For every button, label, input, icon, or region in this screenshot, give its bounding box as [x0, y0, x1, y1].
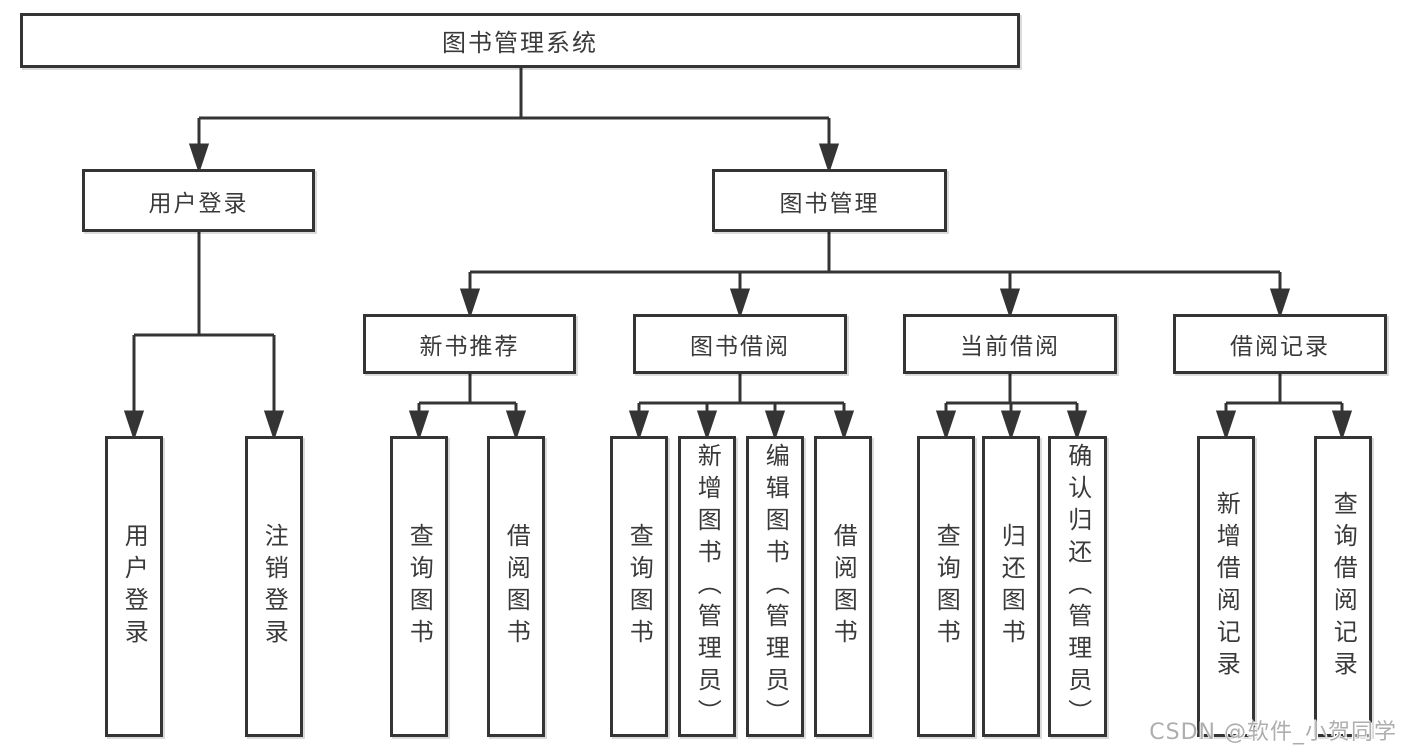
- node-book-borrowing: 图书借阅: [633, 314, 847, 374]
- arrowhead: [1331, 410, 1353, 441]
- leaf-edit-books-admin: 编辑图书（管理员）: [746, 436, 804, 737]
- arrowhead: [1000, 410, 1022, 441]
- arrowhead: [729, 288, 751, 319]
- leaf-add-books-admin: 新增图书（管理员）: [678, 436, 736, 737]
- connector-borrow-to-leaves: [628, 374, 855, 441]
- node-library-management-system: 图书管理系统: [20, 13, 1020, 68]
- node-label: 编辑图书（管理员）: [761, 442, 790, 731]
- arrowhead: [999, 288, 1021, 319]
- arrowhead: [408, 410, 430, 441]
- arrowhead: [1066, 410, 1088, 441]
- arrowhead: [696, 410, 718, 441]
- node-borrowing-records: 借阅记录: [1173, 314, 1387, 374]
- leaf-query-books-1: 查询图书: [390, 436, 448, 737]
- node-label: 当前借阅: [960, 334, 1060, 360]
- arrowhead: [263, 410, 285, 441]
- node-label: 用户登录: [148, 190, 249, 217]
- node-label: 查询图书: [932, 522, 961, 651]
- arrowhead: [505, 410, 527, 441]
- arrowhead: [764, 410, 786, 441]
- arrowhead: [935, 410, 957, 441]
- node-label: 图书管理: [779, 190, 880, 217]
- node-label: 借阅图书: [829, 522, 858, 651]
- arrowhead: [188, 143, 210, 174]
- node-label: 新书推荐: [419, 334, 520, 360]
- connector-userlogin-to-leaves: [123, 232, 285, 441]
- leaf-query-borrow-record: 查询借阅记录: [1314, 436, 1372, 737]
- arrowhead: [628, 410, 650, 441]
- node-current-borrowing: 当前借阅: [903, 314, 1117, 374]
- node-label: 新增图书（管理员）: [693, 442, 722, 731]
- node-label: 查询图书: [405, 522, 434, 651]
- connector-bookmgmt-to-level3: [459, 232, 1291, 319]
- arrowhead: [1269, 288, 1291, 319]
- node-book-management-branch: 图书管理: [712, 169, 947, 232]
- arrowhead: [459, 288, 481, 319]
- leaf-confirm-return-admin: 确认归还（管理员）: [1048, 436, 1107, 737]
- node-label: 归还图书: [997, 522, 1026, 651]
- node-label: 确认归还（管理员）: [1063, 442, 1092, 731]
- arrowhead: [818, 143, 840, 174]
- leaf-add-borrow-record: 新增借阅记录: [1197, 436, 1255, 737]
- connector-root-to-level2: [188, 68, 840, 174]
- node-label: 查询图书: [625, 522, 654, 651]
- connector-records-to-leaves: [1215, 374, 1353, 441]
- leaf-user-login: 用户登录: [105, 436, 163, 737]
- arrowhead: [1215, 410, 1237, 441]
- node-user-login-branch: 用户登录: [82, 169, 315, 232]
- node-label: 注销登录: [260, 522, 289, 651]
- leaf-query-books-3: 查询图书: [917, 436, 975, 737]
- node-label: 借阅记录: [1230, 334, 1330, 360]
- node-label: 用户登录: [120, 522, 149, 651]
- node-label: 新增借阅记录: [1212, 490, 1241, 683]
- node-label: 借阅图书: [502, 522, 531, 651]
- csdn-watermark: CSDN @软件_小贺同学: [1149, 720, 1397, 745]
- connector-current-to-leaves: [935, 374, 1088, 441]
- node-new-book-recommendation: 新书推荐: [363, 314, 576, 374]
- leaf-borrow-books-1: 借阅图书: [487, 436, 545, 737]
- leaf-return-books: 归还图书: [982, 436, 1040, 737]
- node-label: 查询借阅记录: [1329, 490, 1358, 683]
- node-label: 图书管理系统: [442, 29, 598, 57]
- arrowhead: [833, 410, 855, 441]
- node-label: 图书借阅: [690, 334, 790, 360]
- leaf-borrow-books-2: 借阅图书: [814, 436, 872, 737]
- leaf-query-books-2: 查询图书: [610, 436, 668, 737]
- connector-newbooks-to-leaves: [408, 374, 527, 441]
- arrowhead: [123, 410, 145, 441]
- leaf-logout: 注销登录: [245, 436, 303, 737]
